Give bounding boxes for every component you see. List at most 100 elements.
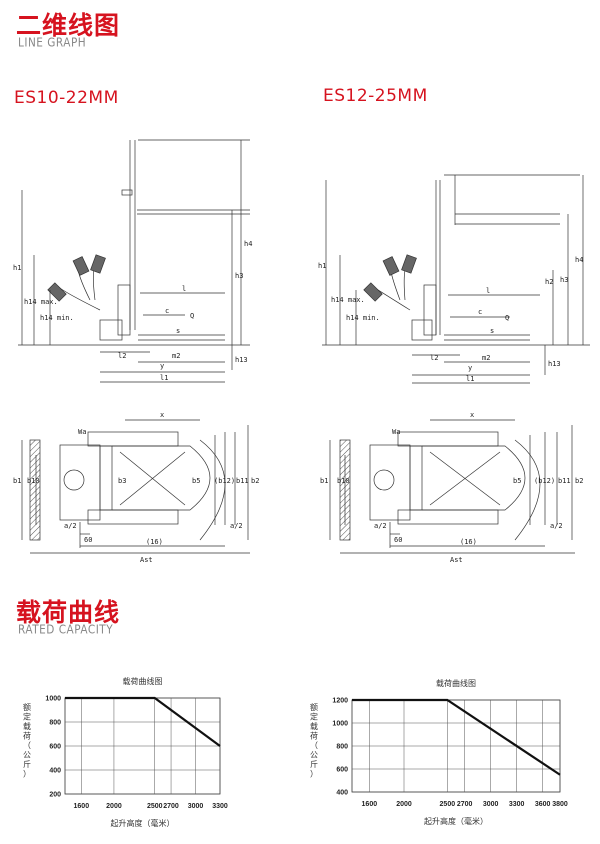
side-view-left bbox=[18, 139, 250, 383]
chart-title: 载荷曲线图 bbox=[436, 678, 476, 688]
y-axis-label-char: （ bbox=[23, 741, 31, 750]
dim-label: b3 bbox=[118, 477, 126, 485]
x-tick-label: 2000 bbox=[396, 801, 412, 808]
dim-label: b1 bbox=[13, 477, 21, 485]
dim-label: b2 bbox=[251, 477, 259, 485]
y-axis-label-char: 公 bbox=[23, 751, 31, 760]
y-axis-label-char: （ bbox=[310, 741, 318, 750]
y-tick-label: 1000 bbox=[45, 696, 61, 703]
dim-label: h3 bbox=[235, 272, 243, 280]
dim-label: h3 bbox=[560, 276, 568, 284]
dim-label: m2 bbox=[172, 352, 180, 360]
dim-label: a/2 bbox=[230, 522, 243, 530]
y-axis-label-char: 额 bbox=[23, 702, 31, 712]
dim-label: x bbox=[470, 411, 474, 419]
side-view-right bbox=[322, 174, 590, 384]
y-axis-label-char: ） bbox=[310, 770, 318, 779]
y-axis-label-char: 荷 bbox=[310, 731, 318, 741]
x-tick-label: 2700 bbox=[163, 803, 179, 810]
dim-label: h4 bbox=[244, 240, 252, 248]
dim-label: b10 bbox=[27, 477, 40, 485]
rated-capacity-title: 载荷曲线 bbox=[16, 598, 121, 627]
dim-label: s bbox=[490, 327, 494, 335]
y-axis-label-char: 斤 bbox=[23, 759, 31, 769]
x-tick-label: 2000 bbox=[106, 803, 122, 810]
x-tick-label: 3000 bbox=[188, 803, 204, 810]
dim-label: a/2 bbox=[550, 522, 563, 530]
dim-label: Q bbox=[190, 312, 194, 320]
dim-label: b5 bbox=[513, 477, 521, 485]
x-tick-label: 3600 bbox=[535, 801, 551, 808]
capacity-line bbox=[65, 696, 221, 747]
dim-label: l2 bbox=[118, 352, 126, 360]
x-axis-label: 起升高度（毫米） bbox=[111, 818, 175, 828]
y-tick-label: 600 bbox=[336, 767, 348, 774]
y-tick-label: 800 bbox=[49, 720, 61, 727]
dim-label: b11 bbox=[236, 477, 249, 485]
dim-label: (16) bbox=[460, 538, 477, 546]
top-view-right bbox=[329, 419, 575, 554]
y-axis-label-char: 载 bbox=[310, 721, 318, 731]
x-tick-label: 3300 bbox=[509, 801, 525, 808]
y-axis-label-char: 额 bbox=[310, 702, 318, 712]
dim-label: l1 bbox=[466, 375, 474, 383]
dim-label: h1 bbox=[13, 264, 21, 272]
x-tick-label: 2700 bbox=[457, 801, 473, 808]
dim-label: b1 bbox=[320, 477, 328, 485]
dim-label: h4 bbox=[575, 256, 583, 264]
y-axis-label-char: 定 bbox=[310, 712, 318, 722]
y-tick-label: 800 bbox=[336, 744, 348, 751]
x-tick-label: 3800 bbox=[552, 801, 568, 808]
dim-label: 60 bbox=[84, 536, 92, 544]
y-tick-label: 200 bbox=[49, 792, 61, 799]
y-axis-label-char: 载 bbox=[23, 721, 31, 731]
dim-label: h1 bbox=[318, 262, 326, 270]
line-graph-title: 二维线图 bbox=[16, 11, 121, 40]
dim-label: h13 bbox=[548, 360, 561, 368]
dim-label: h14 max. bbox=[331, 296, 365, 304]
dim-label: y bbox=[468, 364, 472, 372]
line-graph-subtitle: LINE GRAPH bbox=[18, 36, 87, 50]
dim-label: c bbox=[165, 307, 169, 315]
y-axis-label-char: 斤 bbox=[310, 759, 318, 769]
chart-title: 载荷曲线图 bbox=[123, 676, 163, 686]
dim-label: (b12) bbox=[214, 477, 235, 485]
dim-label: x bbox=[160, 411, 164, 419]
x-tick-label: 2500 bbox=[440, 801, 456, 808]
dim-label: h14 max. bbox=[24, 298, 58, 306]
dim-label: b2 bbox=[575, 477, 583, 485]
y-tick-label: 600 bbox=[49, 744, 61, 751]
x-tick-label: 2500 bbox=[147, 803, 163, 810]
dim-label: l2 bbox=[430, 354, 438, 362]
y-axis-label-char: 荷 bbox=[23, 731, 31, 741]
x-tick-label: 1600 bbox=[362, 801, 378, 808]
dim-label: Ast bbox=[140, 556, 153, 564]
model-label-left: ES10-22MM bbox=[14, 88, 119, 108]
dim-label: l bbox=[486, 287, 490, 295]
dim-label: c bbox=[478, 308, 482, 316]
rated-capacity-subtitle: RATED CAPACITY bbox=[18, 623, 114, 637]
dim-label: a/2 bbox=[64, 522, 77, 530]
dim-label: Wa bbox=[392, 428, 400, 436]
dim-label: 60 bbox=[394, 536, 402, 544]
x-tick-label: 1600 bbox=[74, 803, 90, 810]
dim-label: b10 bbox=[337, 477, 350, 485]
dim-label: h13 bbox=[235, 356, 248, 364]
dim-label: b11 bbox=[558, 477, 571, 485]
dim-label: Ast bbox=[450, 556, 463, 564]
dim-label: Q bbox=[505, 314, 509, 322]
y-axis-label-char: 公 bbox=[310, 751, 318, 760]
dim-label: Wa bbox=[78, 428, 86, 436]
x-axis-label: 起升高度（毫米） bbox=[424, 816, 488, 826]
dim-label: b5 bbox=[192, 477, 200, 485]
x-tick-label: 3000 bbox=[483, 801, 499, 808]
dim-label: s bbox=[176, 327, 180, 335]
dim-label: y bbox=[160, 362, 164, 370]
dim-label: h14 min. bbox=[346, 314, 380, 322]
y-axis-label-char: 定 bbox=[23, 712, 31, 722]
x-tick-label: 3300 bbox=[212, 803, 228, 810]
